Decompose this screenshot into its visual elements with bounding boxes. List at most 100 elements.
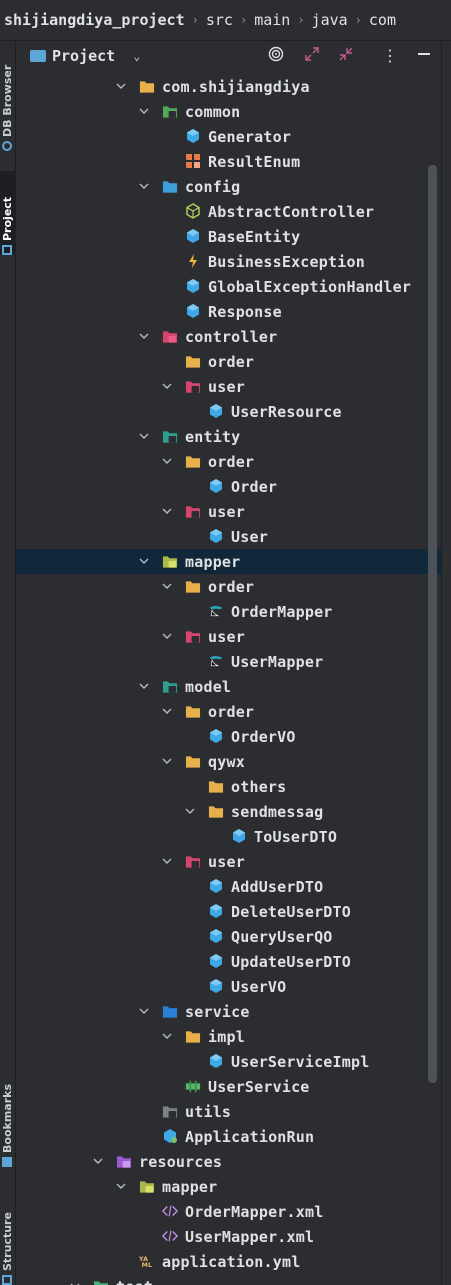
breadcrumb-item[interactable]: src: [205, 11, 233, 29]
tree-row[interactable]: user: [16, 374, 441, 399]
tree-row[interactable]: order: [16, 574, 441, 599]
tree-row[interactable]: order: [16, 699, 441, 724]
chevron-down-icon[interactable]: [139, 1006, 149, 1016]
tree-row[interactable]: model: [16, 674, 441, 699]
tree-item-label: OrderVO: [231, 727, 296, 746]
tree-row[interactable]: GlobalExceptionHandler: [16, 274, 441, 299]
tree-row[interactable]: OrderVO: [16, 724, 441, 749]
tree-row[interactable]: OrderMapper: [16, 599, 441, 624]
user-folder-icon: [185, 628, 201, 644]
collapse-all-icon[interactable]: [336, 46, 356, 66]
tree-row[interactable]: others: [16, 774, 441, 799]
chevron-down-icon[interactable]: [162, 856, 172, 866]
tree-row[interactable]: UserMapper: [16, 649, 441, 674]
tree-row[interactable]: com.shijiangdiya: [16, 74, 441, 99]
chevron-down-icon[interactable]: [116, 1181, 126, 1191]
chevron-down-icon[interactable]: [162, 581, 172, 591]
tree-item-label: user: [208, 627, 245, 646]
tree-row[interactable]: mapper: [16, 549, 441, 574]
tree-row[interactable]: ResultEnum: [16, 149, 441, 174]
tree-row[interactable]: User: [16, 524, 441, 549]
project-tab[interactable]: Project: [0, 171, 15, 255]
tree-row[interactable]: DeleteUserDTO: [16, 899, 441, 924]
tree-scrollbar[interactable]: [428, 165, 437, 1083]
tree-row[interactable]: config: [16, 174, 441, 199]
chevron-down-icon[interactable]: [70, 1281, 80, 1285]
tree-row[interactable]: BaseEntity: [16, 224, 441, 249]
chevron-down-icon[interactable]: [93, 1156, 103, 1166]
tree-row[interactable]: UserService: [16, 1074, 441, 1099]
tree-row[interactable]: Response: [16, 299, 441, 324]
more-options-icon[interactable]: ⋮: [382, 46, 398, 65]
chevron-down-icon[interactable]: [139, 431, 149, 441]
package-folder-icon: [162, 103, 178, 119]
tree-row[interactable]: OrderMapper.xml: [16, 1199, 441, 1224]
structure-tab[interactable]: Structure: [0, 1189, 15, 1285]
breadcrumb-item[interactable]: shijiangdiya_project: [4, 11, 185, 29]
chevron-down-icon[interactable]: [162, 706, 172, 716]
tree-row[interactable]: sendmessag: [16, 799, 441, 824]
expand-all-icon[interactable]: [302, 46, 322, 66]
tree-row[interactable]: resources: [16, 1149, 441, 1174]
tree-row[interactable]: UserVO: [16, 974, 441, 999]
tree-row[interactable]: test: [16, 1274, 441, 1285]
tree-row[interactable]: common: [16, 99, 441, 124]
chevron-down-icon[interactable]: [162, 456, 172, 466]
tree-row[interactable]: user: [16, 624, 441, 649]
tree-item-label: order: [208, 452, 255, 471]
chevron-down-icon[interactable]: [162, 506, 172, 516]
entity-folder-icon: [162, 678, 178, 694]
chevron-down-icon[interactable]: [139, 181, 149, 191]
tree-row[interactable]: Generator: [16, 124, 441, 149]
chevron-down-icon[interactable]: [139, 106, 149, 116]
tree-row[interactable]: UserMapper.xml: [16, 1224, 441, 1249]
tree-item-label: controller: [185, 327, 278, 346]
tree-row[interactable]: ApplicationRun: [16, 1124, 441, 1149]
chevron-down-icon[interactable]: [162, 756, 172, 766]
breadcrumb-item[interactable]: java: [311, 11, 348, 29]
tree-item-label: Generator: [208, 127, 292, 146]
tree-row[interactable]: order: [16, 449, 441, 474]
tree-row[interactable]: user: [16, 499, 441, 524]
tree-row[interactable]: mapper: [16, 1174, 441, 1199]
tree-row[interactable]: utils: [16, 1099, 441, 1124]
hide-panel-icon[interactable]: [414, 46, 434, 66]
java-class-icon: [185, 278, 201, 294]
breadcrumb-item[interactable]: com: [368, 11, 396, 29]
tree-row[interactable]: service: [16, 999, 441, 1024]
chevron-down-icon[interactable]: [162, 381, 172, 391]
tree-row[interactable]: UpdateUserDTO: [16, 949, 441, 974]
chevron-down-icon[interactable]: [139, 556, 149, 566]
project-view-selector[interactable]: Project ⌄: [30, 47, 140, 65]
tree-row[interactable]: entity: [16, 424, 441, 449]
tree-row[interactable]: user: [16, 849, 441, 874]
tree-row[interactable]: AddUserDTO: [16, 874, 441, 899]
tree-row[interactable]: qywx: [16, 749, 441, 774]
chevron-down-icon[interactable]: [162, 631, 172, 641]
chevron-down-icon[interactable]: [185, 806, 195, 816]
breadcrumb-item[interactable]: main: [254, 11, 291, 29]
chevron-down-icon[interactable]: [162, 1031, 172, 1041]
chevron-down-icon[interactable]: [139, 331, 149, 341]
tree-item-label: UserServiceImpl: [231, 1052, 370, 1071]
tree-row[interactable]: order: [16, 349, 441, 374]
tree-row[interactable]: UserResource: [16, 399, 441, 424]
svg-text:YA: YA: [139, 1256, 148, 1263]
locate-file-icon[interactable]: [266, 46, 286, 66]
tree-row[interactable]: AbstractController: [16, 199, 441, 224]
tree-row[interactable]: BusinessException: [16, 249, 441, 274]
tree-row[interactable]: QueryUserQO: [16, 924, 441, 949]
chevron-down-icon[interactable]: [139, 681, 149, 691]
tree-item-label: user: [208, 852, 245, 871]
tree-row[interactable]: ToUserDTO: [16, 824, 441, 849]
tree-row[interactable]: controller: [16, 324, 441, 349]
mybatis-mapper-icon: [208, 653, 224, 669]
tree-row[interactable]: Order: [16, 474, 441, 499]
bookmarks-tab[interactable]: Bookmarks: [0, 1069, 15, 1167]
tree-row[interactable]: impl: [16, 1024, 441, 1049]
tree-item-label: com.shijiangdiya: [162, 77, 310, 96]
db-browser-tab[interactable]: DB Browser: [0, 53, 15, 151]
chevron-down-icon[interactable]: [116, 81, 126, 91]
tree-row[interactable]: UserServiceImpl: [16, 1049, 441, 1074]
